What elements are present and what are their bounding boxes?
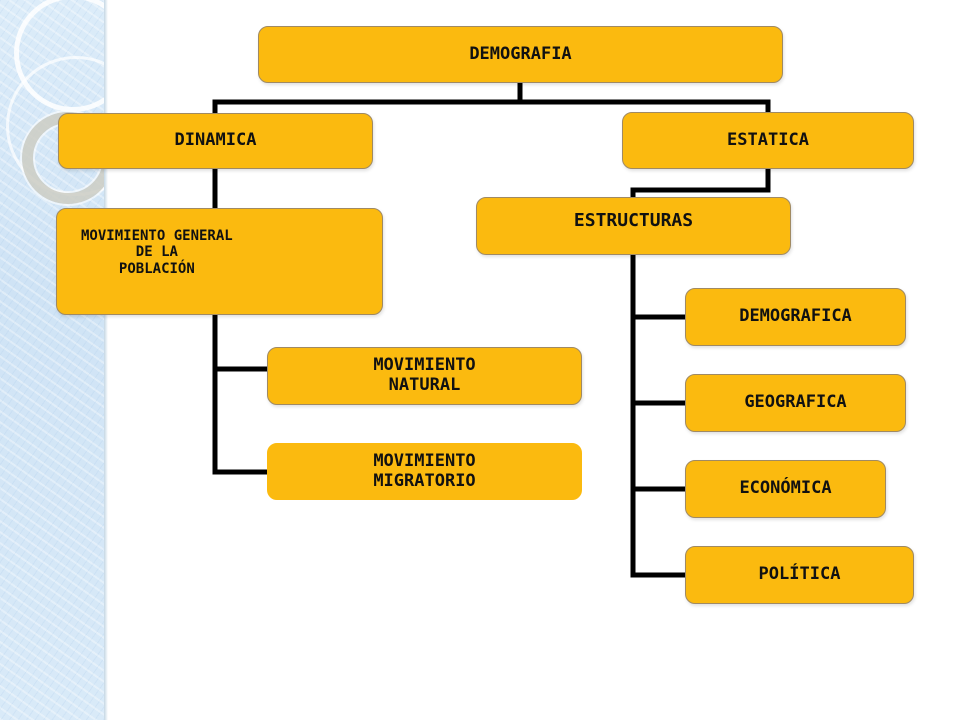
node-movimiento-general: MOVIMIENTO GENERAL DE LA POBLACIÓN [56,208,383,315]
node-movimiento-general-label: MOVIMIENTO GENERAL DE LA POBLACIÓN [81,228,233,277]
node-economica: ECONÓMICA [685,460,886,518]
node-estatica: ESTATICA [622,112,914,169]
node-dinamica-label: DINAMICA [174,130,257,151]
node-movimiento-natural-label: MOVIMIENTO NATURAL [373,355,476,395]
sidebar-edge [104,0,108,720]
node-estructuras-label: ESTRUCTURAS [573,209,694,231]
node-demografia: DEMOGRAFIA [258,26,783,83]
node-demografica-label: DEMOGRAFICA [739,306,852,327]
node-movimiento-natural: MOVIMIENTO NATURAL [267,347,582,405]
node-estatica-label: ESTATICA [727,129,809,150]
node-movimiento-migratorio-label: MOVIMIENTO MIGRATORIO [373,450,476,491]
node-demografica: DEMOGRAFICA [685,288,906,346]
node-dinamica: DINAMICA [58,113,373,169]
node-politica-label: POLÍTICA [758,564,841,585]
node-geografica: GEOGRAFICA [685,374,906,432]
node-politica: POLÍTICA [685,546,914,604]
node-economica-label: ECONÓMICA [739,478,832,499]
node-demografia-label: DEMOGRAFIA [469,43,572,64]
node-movimiento-migratorio: MOVIMIENTO MIGRATORIO [267,443,582,500]
node-geografica-label: GEOGRAFICA [744,392,847,413]
node-estructuras: ESTRUCTURAS [476,197,791,255]
